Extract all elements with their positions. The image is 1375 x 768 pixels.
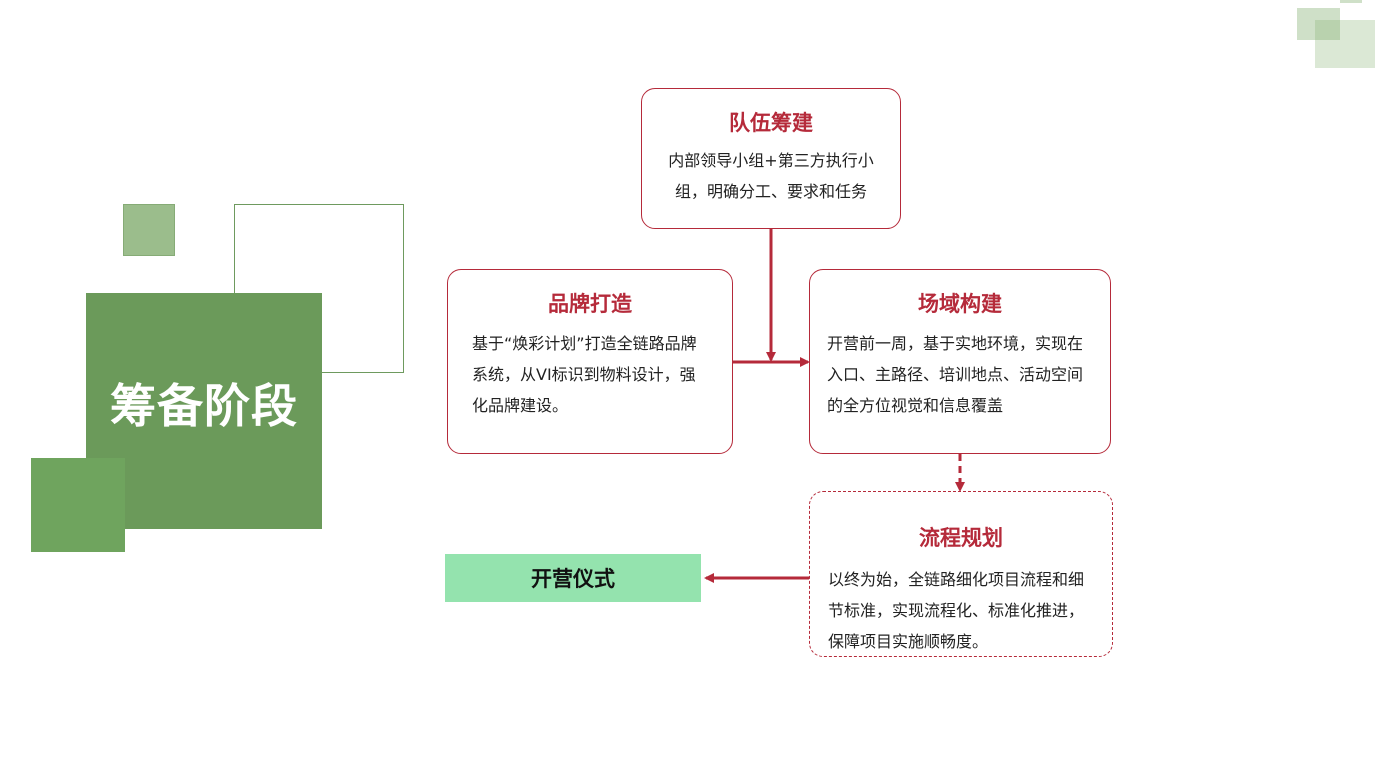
- corner-decor-square: [1340, 0, 1362, 3]
- corner-decor-square: [1315, 20, 1340, 40]
- decor-bottom-square: [31, 458, 125, 552]
- box-team-building: 队伍筹建 内部领导小组+第三方执行小组，明确分工、要求和任务: [641, 88, 901, 229]
- box-brand-building: 品牌打造 基于“焕彩计划”打造全链路品牌系统，从VI标识到物料设计，强化品牌建设…: [447, 269, 733, 454]
- box-title: 场域构建: [918, 292, 1002, 316]
- box-description: 内部领导小组+第三方执行小组，明确分工、要求和任务: [668, 151, 874, 201]
- stage-title-block: [86, 293, 322, 529]
- box-title: 队伍筹建: [729, 111, 813, 135]
- decor-small-square: [123, 204, 175, 256]
- box-process-planning: 流程规划 以终为始，全链路细化项目流程和细节标准，实现流程化、标准化推进，保障项…: [809, 491, 1113, 657]
- box-title: 流程规划: [919, 526, 1003, 550]
- box-description: 基于“焕彩计划”打造全链路品牌系统，从VI标识到物料设计，强化品牌建设。: [472, 334, 697, 415]
- opening-ceremony-box: 开营仪式: [445, 554, 701, 602]
- box-description: 以终为始，全链路细化项目流程和细节标准，实现流程化、标准化推进，保障项目实施顺畅…: [828, 570, 1085, 651]
- box-description: 开营前一周，基于实地环境，实现在入口、主路径、培训地点、活动空间的全方位视觉和信…: [827, 334, 1084, 415]
- box-title: 品牌打造: [548, 292, 632, 316]
- box-field-construction: 场域构建 开营前一周，基于实地环境，实现在入口、主路径、培训地点、活动空间的全方…: [809, 269, 1111, 454]
- stage-title: 筹备阶段: [110, 379, 298, 433]
